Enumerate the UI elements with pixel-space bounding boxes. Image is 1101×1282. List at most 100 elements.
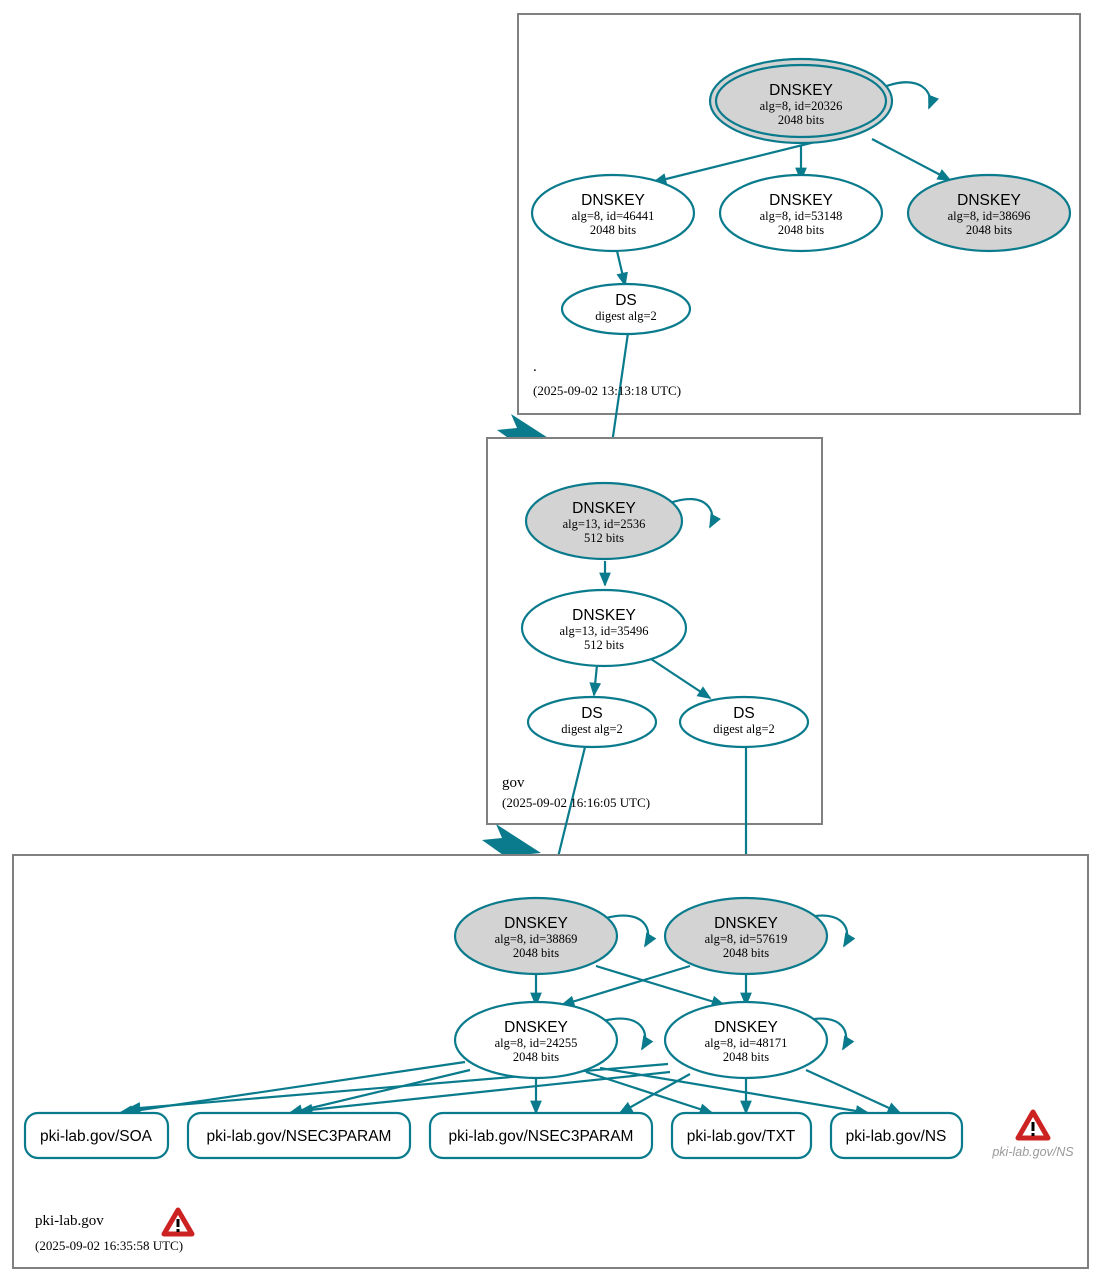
- node-rrset-txt[interactable]: pki-lab.gov/TXT: [670, 1111, 813, 1160]
- node-rrset-nsec3param-1[interactable]: pki-lab.gov/NSEC3PARAM: [186, 1111, 412, 1160]
- edge-38869-to-48171: [595, 964, 726, 1008]
- node-ds-gov-1[interactable]: DS digest alg=2: [526, 695, 658, 749]
- node-dnskey-38869[interactable]: DNSKEY alg=8, id=38869 2048 bits: [453, 896, 619, 976]
- node-ds-gov-2-shape: [678, 695, 810, 749]
- node-rrset-soa-shape: [23, 1111, 170, 1160]
- node-dnskey-46441-shape: [530, 173, 696, 253]
- zone-pki-lab-gov-timestamp: (2025-09-02 16:35:58 UTC): [35, 1238, 183, 1253]
- zone-pki-lab-gov-name: pki-lab.gov: [35, 1213, 104, 1229]
- zone-pki-lab-gov: DNSKEY alg=8, id=38869 2048 bits DNSKEY …: [12, 854, 1089, 1269]
- edge-root-ksk-to-38696: [871, 138, 952, 181]
- error-node-pki-lab-gov-ns-label: pki-lab.gov/NS: [991, 1145, 1074, 1159]
- node-dnskey-2536-shape: [524, 481, 684, 561]
- node-dnskey-38869-bits: 2048 bits: [513, 946, 559, 960]
- node-rrset-txt-shape: [670, 1111, 813, 1160]
- edge-46441-to-ds: [615, 250, 628, 287]
- node-dnskey-20326-type: DNSKEY: [769, 82, 833, 99]
- node-dnskey-20326[interactable]: DNSKEY alg=8, id=20326 2048 bits: [708, 57, 894, 145]
- node-ds-root-type: DS: [615, 292, 637, 309]
- node-dnskey-46441-type: DNSKEY: [581, 192, 645, 209]
- node-dnskey-20326-bits: 2048 bits: [778, 113, 824, 127]
- node-dnskey-38696-shape: [906, 173, 1072, 253]
- node-dnskey-38696[interactable]: DNSKEY alg=8, id=38696 2048 bits: [906, 173, 1072, 253]
- edge-self-38869: [605, 914, 657, 948]
- node-dnskey-2536[interactable]: DNSKEY alg=13, id=2536 512 bits: [524, 481, 684, 561]
- zone-gov-name: gov: [502, 775, 525, 791]
- node-rrset-nsec3param-1-label: pki-lab.gov/NSEC3PARAM: [207, 1128, 392, 1145]
- node-rrset-nsec3param-2[interactable]: pki-lab.gov/NSEC3PARAM: [428, 1111, 654, 1160]
- node-rrset-ns-shape: [829, 1111, 964, 1160]
- node-dnskey-38869-shape: [453, 896, 619, 976]
- node-ds-gov-2[interactable]: DS digest alg=2: [678, 695, 810, 749]
- zone-root: DNSKEY alg=8, id=20326 2048 bits DNSKEY …: [517, 13, 1081, 487]
- node-rrset-ns[interactable]: pki-lab.gov/NS: [829, 1111, 964, 1160]
- edge-self-24255: [602, 1017, 654, 1051]
- warning-triangle-icon: [1015, 1109, 1051, 1141]
- node-dnskey-35496-detail: alg=13, id=35496: [559, 624, 648, 638]
- node-dnskey-20326-shape: [714, 63, 888, 139]
- node-dnskey-24255[interactable]: DNSKEY alg=8, id=24255 2048 bits: [453, 1000, 619, 1080]
- edge-48171-to-ns: [805, 1068, 902, 1115]
- node-ds-gov-2-detail: digest alg=2: [713, 722, 775, 736]
- node-dnskey-57619[interactable]: DNSKEY alg=8, id=57619 2048 bits: [663, 896, 829, 976]
- edge-48171-to-nsec3param-1: [298, 1070, 671, 1116]
- edge-self-gov-ksk: [669, 497, 721, 529]
- node-dnskey-57619-detail: alg=8, id=57619: [705, 932, 788, 946]
- node-dnskey-38869-detail: alg=8, id=38869: [495, 932, 578, 946]
- node-dnskey-57619-bits: 2048 bits: [723, 946, 769, 960]
- node-ds-root-shape: [560, 282, 692, 336]
- zone-gov: DNSKEY alg=13, id=2536 512 bits DNSKEY a…: [486, 437, 823, 900]
- node-rrset-nsec3param-1-shape: [186, 1111, 412, 1160]
- node-dnskey-57619-type: DNSKEY: [714, 915, 778, 932]
- edge-gov-zsk-to-ds2: [650, 658, 712, 699]
- node-dnskey-48171-detail: alg=8, id=48171: [705, 1036, 788, 1050]
- node-dnskey-48171-type: DNSKEY: [714, 1019, 778, 1036]
- node-dnskey-57619-shape: [663, 896, 829, 976]
- node-dnskey-35496-bits: 512 bits: [584, 638, 624, 652]
- node-dnskey-24255-shape: [453, 1000, 619, 1080]
- edge-48171-to-nsec3param-2: [618, 1073, 691, 1114]
- node-ds-root-detail: digest alg=2: [595, 309, 657, 323]
- node-rrset-txt-label: pki-lab.gov/TXT: [687, 1128, 796, 1145]
- node-dnskey-53148[interactable]: DNSKEY alg=8, id=53148 2048 bits: [718, 173, 884, 253]
- node-dnskey-46441-bits: 2048 bits: [590, 223, 636, 237]
- node-dnskey-46441[interactable]: DNSKEY alg=8, id=46441 2048 bits: [530, 173, 696, 253]
- node-rrset-nsec3param-2-label: pki-lab.gov/NSEC3PARAM: [449, 1128, 634, 1145]
- node-ds-gov-1-detail: digest alg=2: [561, 722, 623, 736]
- zone-warning-triangle-icon: [161, 1207, 195, 1237]
- node-dnskey-53148-shape: [718, 173, 884, 253]
- node-dnskey-48171-shape: [663, 1000, 829, 1080]
- node-rrset-ns-label: pki-lab.gov/NS: [846, 1128, 947, 1145]
- zone-root-name: .: [533, 359, 537, 375]
- node-dnskey-38869-type: DNSKEY: [504, 915, 568, 932]
- node-dnskey-24255-type: DNSKEY: [504, 1019, 568, 1036]
- node-ds-gov-1-shape: [526, 695, 658, 749]
- node-dnskey-48171-bits: 2048 bits: [723, 1050, 769, 1064]
- zone-gov-timestamp: (2025-09-02 16:16:05 UTC): [502, 795, 650, 810]
- edge-self-root-ksk: [883, 81, 940, 110]
- edge-24255-to-nsec3param-1: [288, 1068, 471, 1116]
- node-dnskey-48171[interactable]: DNSKEY alg=8, id=48171 2048 bits: [663, 1000, 829, 1080]
- node-dnskey-35496[interactable]: DNSKEY alg=13, id=35496 512 bits: [520, 588, 688, 668]
- node-dnskey-2536-bits: 512 bits: [584, 531, 624, 545]
- node-rrset-nsec3param-2-shape: [428, 1111, 654, 1160]
- zone-root-timestamp: (2025-09-02 13:13:18 UTC): [533, 383, 681, 398]
- node-dnskey-35496-shape: [520, 588, 688, 668]
- zone-edge-gov-to-pkilab: [482, 824, 541, 872]
- node-ds-gov-1-type: DS: [581, 705, 603, 722]
- node-ds-root[interactable]: DS digest alg=2: [560, 282, 692, 336]
- node-rrset-soa-label: pki-lab.gov/SOA: [40, 1128, 153, 1145]
- node-dnskey-38696-bits: 2048 bits: [966, 223, 1012, 237]
- node-dnskey-53148-bits: 2048 bits: [778, 223, 824, 237]
- node-ds-gov-2-type: DS: [733, 705, 755, 722]
- node-dnskey-46441-detail: alg=8, id=46441: [572, 209, 655, 223]
- node-dnskey-2536-type: DNSKEY: [572, 500, 636, 517]
- edge-gov-zsk-to-ds1: [589, 664, 602, 697]
- node-dnskey-53148-type: DNSKEY: [769, 192, 833, 209]
- node-rrset-soa[interactable]: pki-lab.gov/SOA: [23, 1111, 170, 1160]
- error-node-pki-lab-gov-ns[interactable]: pki-lab.gov/NS: [991, 1109, 1074, 1159]
- node-dnskey-20326-detail: alg=8, id=20326: [760, 99, 843, 113]
- node-dnskey-53148-detail: alg=8, id=53148: [760, 209, 843, 223]
- node-dnskey-35496-type: DNSKEY: [572, 607, 636, 624]
